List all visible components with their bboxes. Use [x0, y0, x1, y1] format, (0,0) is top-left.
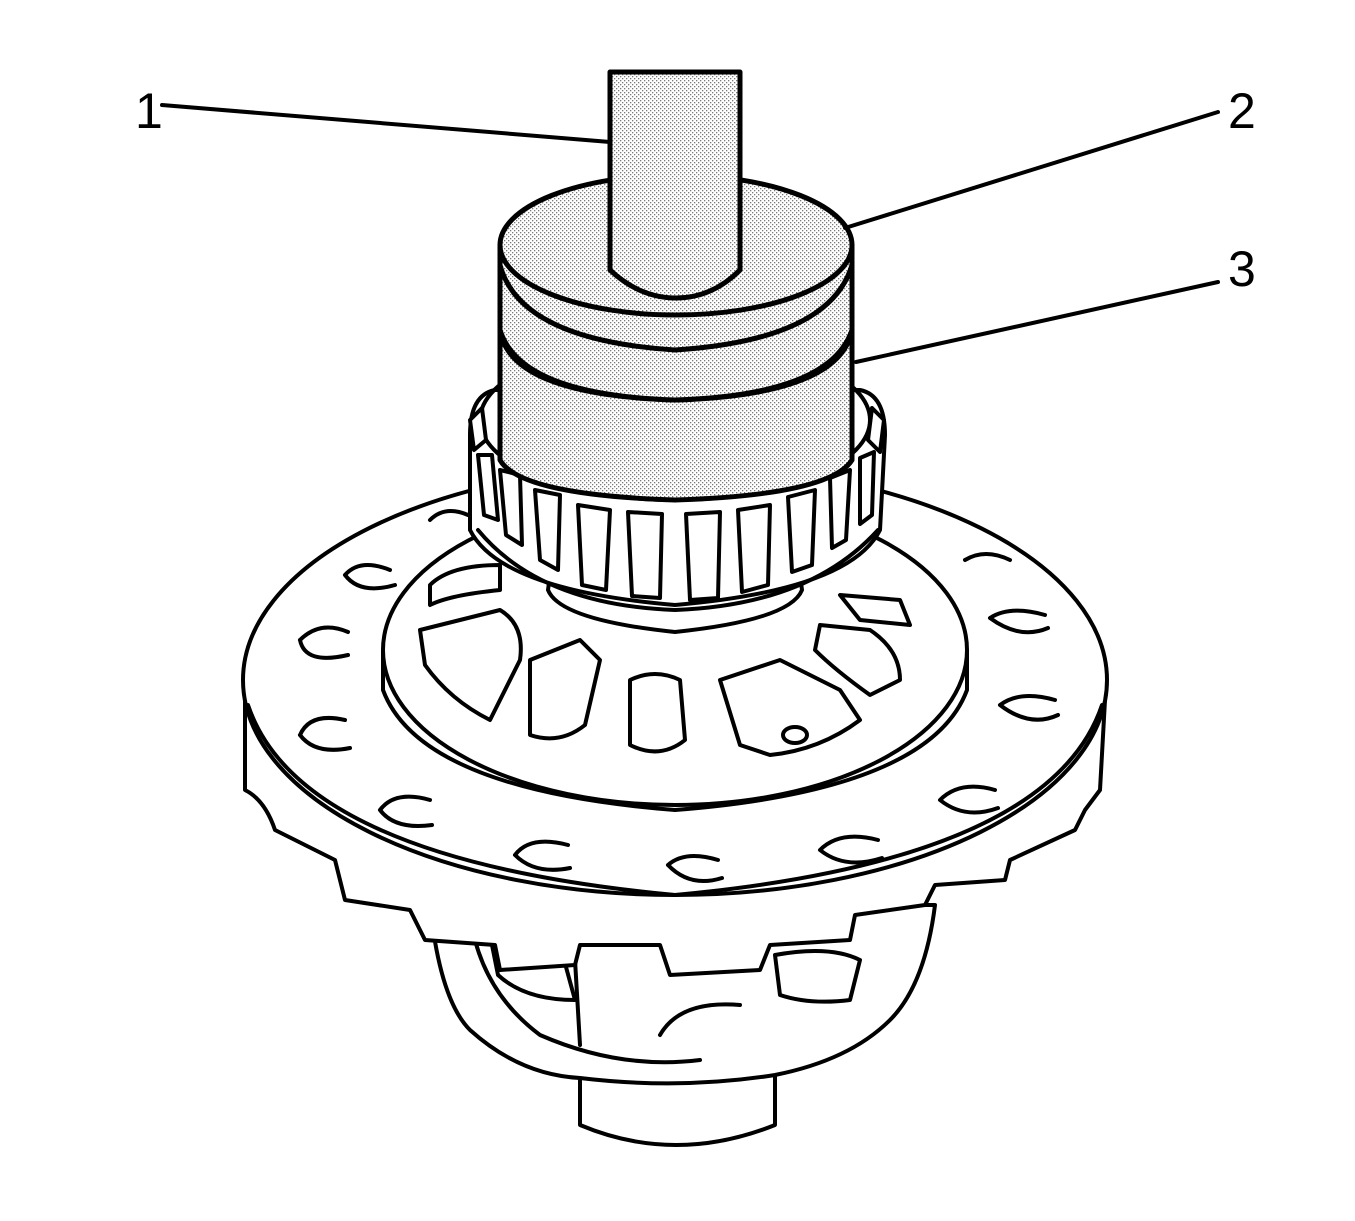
bearing-rollers [468, 406, 886, 602]
bolt-holes [298, 509, 1060, 883]
callout-1-label: 1 [135, 83, 163, 139]
callout-3-label: 3 [1228, 241, 1256, 297]
case-window [773, 949, 862, 1004]
leader-line-3 [854, 280, 1220, 364]
driver-handle [607, 69, 743, 301]
leader-line-1 [160, 103, 612, 144]
leader-line-2 [843, 110, 1220, 230]
handle-shaft [607, 69, 743, 301]
callout-2-label: 2 [1228, 83, 1256, 139]
hub-windows [418, 563, 912, 757]
callout-leaders [160, 103, 1220, 364]
